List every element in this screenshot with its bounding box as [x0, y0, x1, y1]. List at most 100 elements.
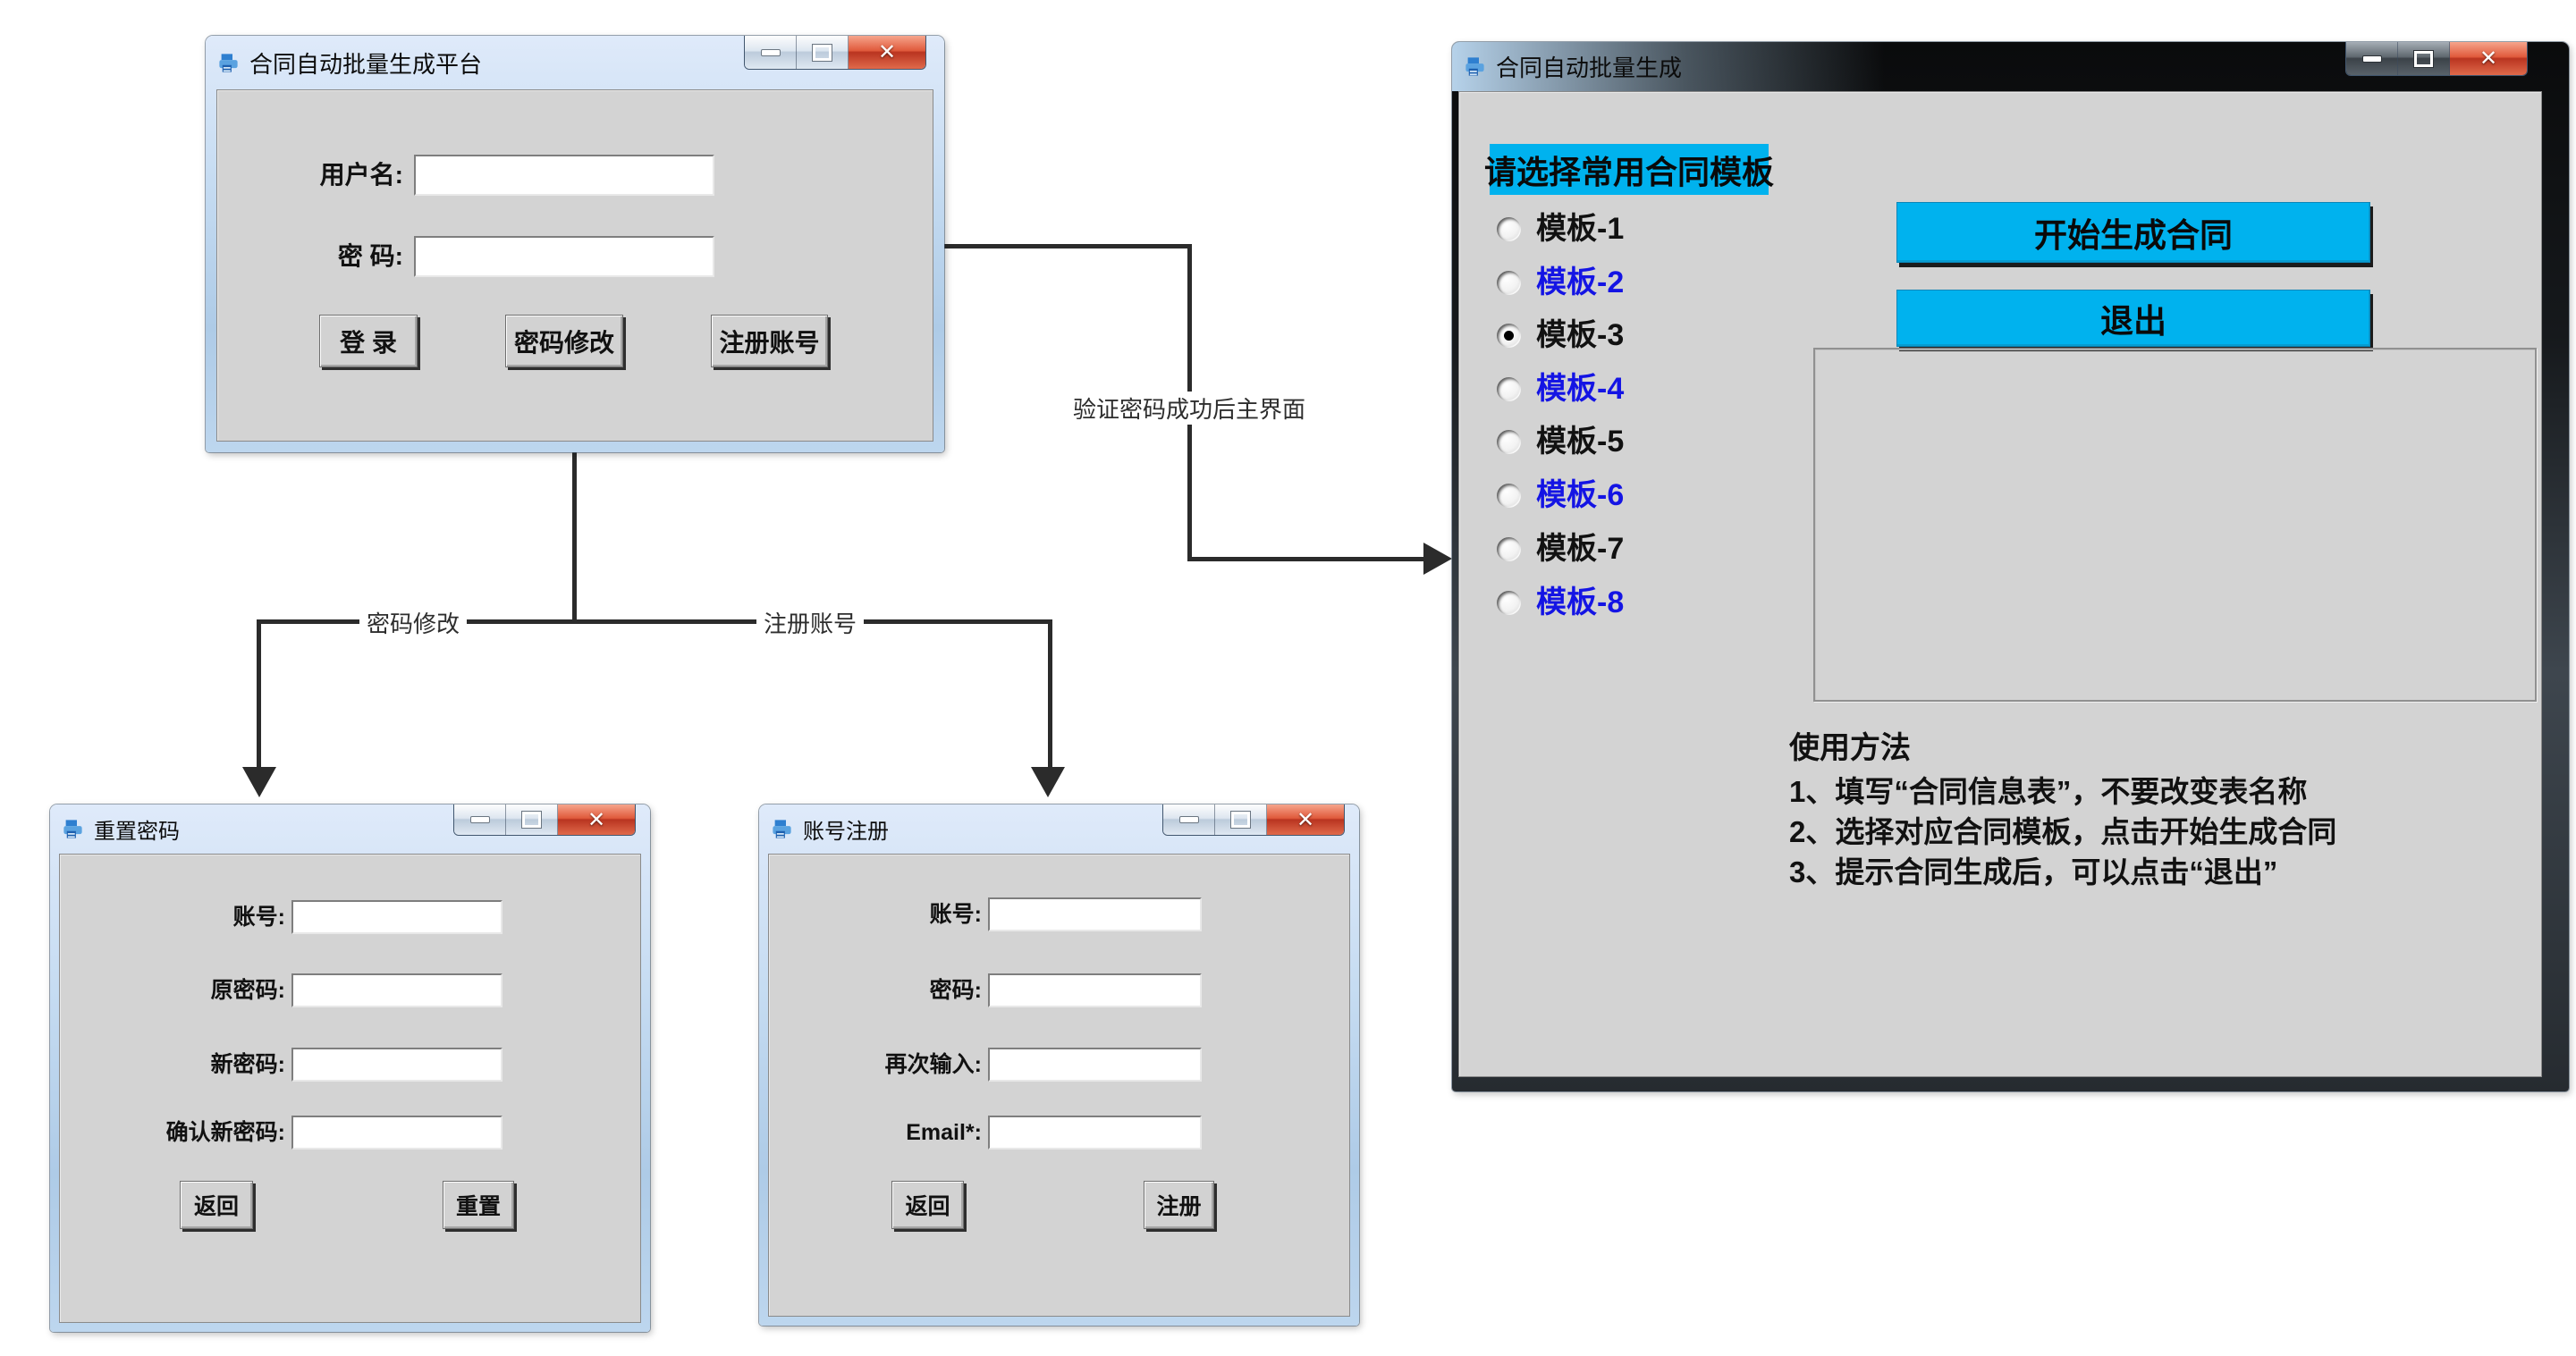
maximize-button[interactable]: [1215, 804, 1267, 835]
reset-password-window: 重置密码 ✕ 账号: 原密码: 新密码: 确认新密码: 返回 重置: [50, 804, 650, 1332]
minimize-button[interactable]: [745, 36, 797, 69]
maximize-button[interactable]: [797, 36, 849, 69]
usage-step-2: 2、选择对应合同模板，点击开始生成合同: [1789, 815, 2337, 848]
template-4-label[interactable]: 模板-4: [1536, 372, 1625, 406]
close-button[interactable]: ✕: [558, 804, 635, 835]
login-window-title: 合同自动批量生成平台: [249, 50, 483, 78]
connector-login-to-main-h2: [1187, 557, 1429, 561]
close-button[interactable]: ✕: [1267, 804, 1344, 835]
close-icon: ✕: [2479, 46, 2498, 71]
template-7-label[interactable]: 模板-7: [1536, 532, 1625, 566]
close-button[interactable]: ✕: [2450, 42, 2527, 75]
register-titlebar: 账号注册: [759, 804, 1359, 854]
usage-step-3: 3、提示合同生成后，可以点击“退出”: [1789, 855, 2278, 889]
register-window: 账号注册 ✕ 账号: 密码: 再次输入: Email*: 返回 注册: [759, 804, 1359, 1326]
app-icon: [1465, 57, 1484, 76]
maximize-icon: [813, 44, 832, 61]
back-button[interactable]: 返回: [180, 1181, 253, 1229]
account-input[interactable]: [988, 897, 1202, 931]
old-password-label: 原密码:: [210, 978, 285, 1003]
template-5-radio[interactable]: [1497, 430, 1521, 454]
main-caption-buttons: ✕: [2345, 42, 2528, 76]
minimize-icon: [1178, 816, 1199, 823]
register-button[interactable]: 注册: [1144, 1181, 1214, 1229]
old-password-input[interactable]: [291, 973, 503, 1007]
connector-branch-left-v: [257, 619, 261, 770]
arrowhead-to-main-window: [1423, 543, 1452, 575]
connector-branch-right-v: [1048, 619, 1052, 770]
reset-caption-buttons: ✕: [453, 804, 636, 836]
template-3-radio[interactable]: [1497, 324, 1521, 348]
exit-button[interactable]: 退出: [1896, 290, 2370, 347]
login-button[interactable]: 登 录: [319, 315, 418, 367]
template-2-label[interactable]: 模板-2: [1536, 265, 1625, 299]
maximize-button[interactable]: [2398, 42, 2450, 75]
account-input[interactable]: [291, 900, 503, 934]
close-button[interactable]: ✕: [849, 36, 925, 69]
minimize-icon: [2361, 55, 2382, 63]
usage-step-1: 1、填写“合同信息表”，不要改变表名称: [1789, 775, 2308, 808]
password-input[interactable]: [414, 236, 714, 277]
main-client-area: 请选择常用合同模板 模板-1 模板-2 模板-3 模板-4 模板-5 模板-6 …: [1458, 91, 2542, 1077]
username-input[interactable]: [414, 155, 714, 196]
password-input[interactable]: [988, 973, 1202, 1007]
reset-client-area: 账号: 原密码: 新密码: 确认新密码: 返回 重置: [59, 854, 641, 1323]
app-icon: [219, 53, 238, 72]
main-generator-window: 合同自动批量生成 ✕ 请选择常用合同模板 模板-1 模板-2 模板-3 模板-4…: [1452, 42, 2569, 1091]
register-window-title: 账号注册: [803, 820, 889, 844]
app-icon: [63, 820, 82, 838]
login-caption-buttons: ✕: [744, 36, 926, 70]
connector-login-to-main-h1: [930, 244, 1191, 248]
confirm-new-password-label: 确认新密码:: [165, 1120, 285, 1145]
reenter-password-label: 再次输入:: [884, 1052, 982, 1077]
arrowhead-to-register-window: [1031, 767, 1065, 797]
minimize-button[interactable]: [454, 804, 506, 835]
start-generate-button[interactable]: 开始生成合同: [1896, 202, 2370, 263]
connector-branch-h: [257, 619, 1052, 624]
template-6-label[interactable]: 模板-6: [1536, 478, 1625, 512]
email-input[interactable]: [988, 1116, 1202, 1150]
reset-titlebar: 重置密码: [50, 804, 650, 854]
main-titlebar: 合同自动批量生成: [1452, 42, 2569, 91]
template-1-label[interactable]: 模板-1: [1536, 212, 1625, 246]
maximize-button[interactable]: [506, 804, 558, 835]
password-label: 密码:: [929, 978, 982, 1003]
username-label: 用户名:: [319, 161, 403, 189]
template-5-label[interactable]: 模板-5: [1536, 425, 1625, 459]
login-window: 合同自动批量生成平台 ✕ 用户名: 密 码: 登 录 密码修改 注册账号: [206, 36, 944, 452]
reset-button[interactable]: 重置: [443, 1181, 514, 1229]
close-icon: ✕: [1296, 807, 1315, 832]
flow-label-password-change: 密码修改: [359, 606, 468, 639]
template-2-radio[interactable]: [1497, 271, 1521, 295]
email-label: Email*:: [906, 1120, 982, 1145]
minimize-button[interactable]: [1163, 804, 1215, 835]
template-8-radio[interactable]: [1497, 591, 1521, 615]
template-4-radio[interactable]: [1497, 377, 1521, 401]
maximize-icon: [1231, 812, 1250, 828]
template-header-label: 请选择常用合同模板: [1484, 144, 1774, 195]
template-6-radio[interactable]: [1497, 484, 1521, 508]
confirm-new-password-input[interactable]: [291, 1116, 503, 1150]
change-password-button[interactable]: 密码修改: [505, 315, 623, 367]
usage-title: 使用方法: [1789, 731, 1911, 765]
password-label: 密 码:: [337, 242, 403, 270]
app-icon: [773, 820, 791, 838]
template-8-label[interactable]: 模板-8: [1536, 585, 1625, 619]
minimize-icon: [469, 816, 490, 823]
maximize-icon: [522, 812, 541, 828]
reenter-password-input[interactable]: [988, 1048, 1202, 1082]
template-1-radio[interactable]: [1497, 217, 1521, 241]
minimize-button[interactable]: [2346, 42, 2398, 75]
flow-label-login-success: 验证密码成功后主界面: [1065, 392, 1313, 425]
new-password-input[interactable]: [291, 1048, 503, 1082]
register-client-area: 账号: 密码: 再次输入: Email*: 返回 注册: [768, 854, 1350, 1317]
register-account-button[interactable]: 注册账号: [711, 315, 828, 367]
template-7-radio[interactable]: [1497, 537, 1521, 561]
template-3-label[interactable]: 模板-3: [1536, 318, 1625, 352]
output-panel: [1813, 348, 2537, 702]
login-titlebar: 合同自动批量生成平台: [206, 36, 944, 89]
register-caption-buttons: ✕: [1162, 804, 1345, 836]
account-label: 账号:: [929, 902, 982, 927]
back-button[interactable]: 返回: [891, 1181, 964, 1229]
